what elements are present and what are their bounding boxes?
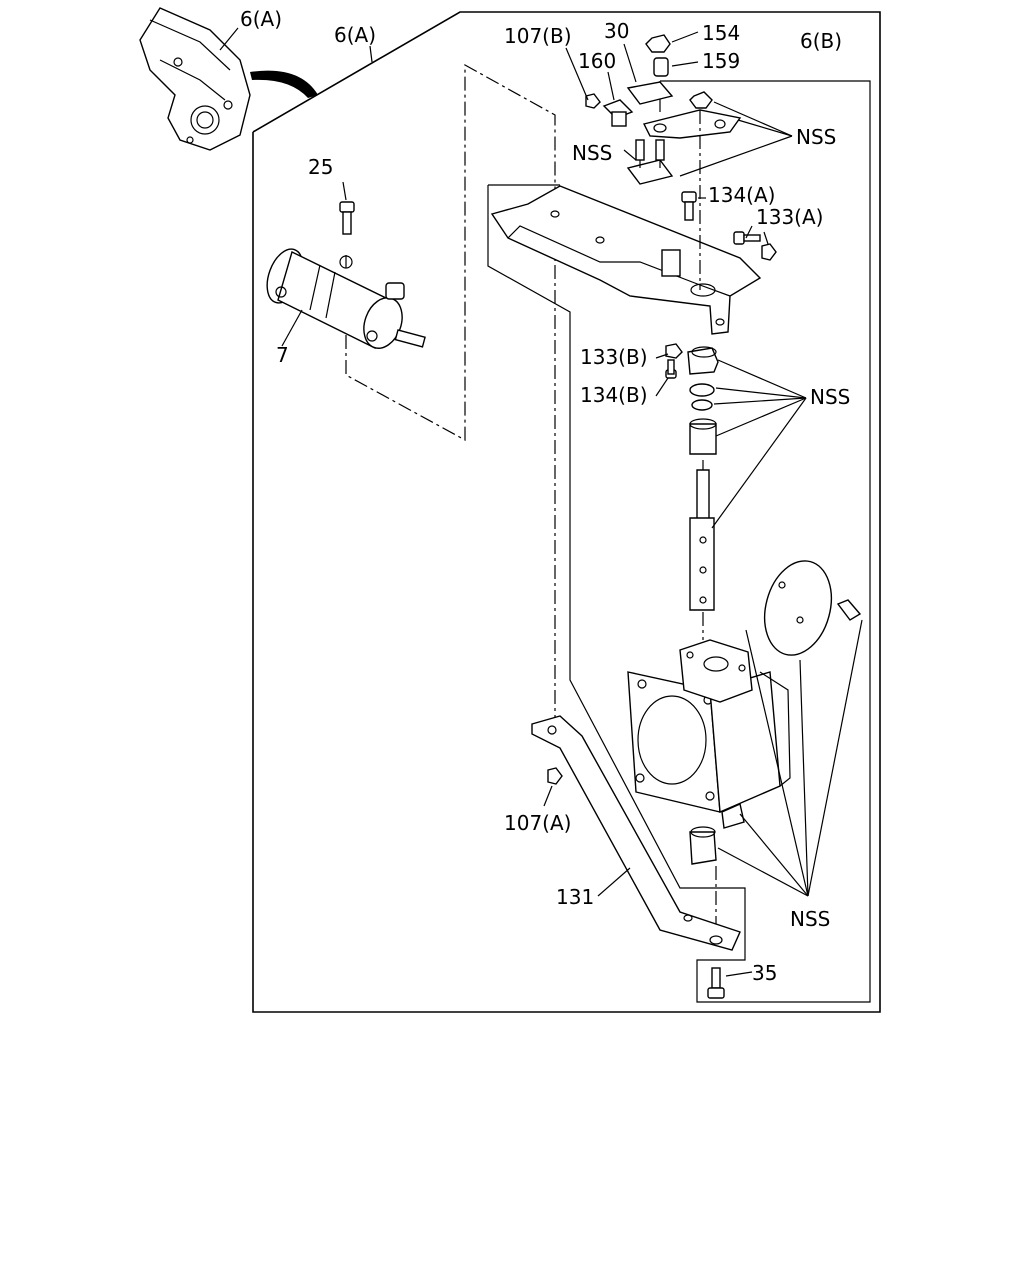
bolts-nuts-133-134 bbox=[665, 191, 777, 379]
part-labels: 6(A) 6(A) 107(B) 30 154 6(B) 160 159 NSS… bbox=[240, 7, 850, 985]
upper-bracket bbox=[490, 185, 762, 335]
label-134a: 134(A) bbox=[708, 183, 775, 207]
label-nss-bottom: NSS bbox=[790, 907, 830, 931]
label-30: 30 bbox=[604, 19, 629, 43]
bottom-bushing bbox=[689, 826, 725, 999]
label-131: 131 bbox=[556, 885, 594, 909]
label-134b: 134(B) bbox=[580, 383, 648, 407]
label-154: 154 bbox=[702, 21, 740, 45]
shaft-assembly bbox=[687, 346, 719, 640]
label-6b: 6(B) bbox=[800, 29, 842, 53]
label-inset-6a: 6(A) bbox=[240, 7, 282, 31]
label-nss-top-left: NSS bbox=[572, 141, 612, 165]
label-133a: 133(A) bbox=[756, 205, 823, 229]
leader-lines bbox=[219, 27, 863, 977]
label-107b: 107(B) bbox=[504, 24, 572, 48]
label-nss-mid: NSS bbox=[810, 385, 850, 409]
throttle-body bbox=[627, 639, 791, 829]
top-hardware bbox=[585, 34, 742, 290]
label-160: 160 bbox=[578, 49, 616, 73]
label-107a: 107(A) bbox=[504, 811, 571, 835]
actuator-part-7 bbox=[266, 248, 426, 349]
label-133b: 133(B) bbox=[580, 345, 648, 369]
gasket-disc bbox=[763, 560, 862, 656]
label-159: 159 bbox=[702, 49, 740, 73]
label-7: 7 bbox=[276, 343, 289, 367]
label-nss-top-right: NSS bbox=[796, 125, 836, 149]
assembly-frame bbox=[252, 11, 881, 1013]
inset-assembly-thumbnail bbox=[139, 7, 318, 151]
bolt-part-25 bbox=[339, 201, 355, 235]
lower-bracket-131 bbox=[531, 715, 741, 951]
label-assembly-6a: 6(A) bbox=[334, 23, 376, 47]
label-25: 25 bbox=[308, 155, 333, 179]
linkage-path bbox=[345, 63, 556, 442]
label-35: 35 bbox=[752, 961, 777, 985]
